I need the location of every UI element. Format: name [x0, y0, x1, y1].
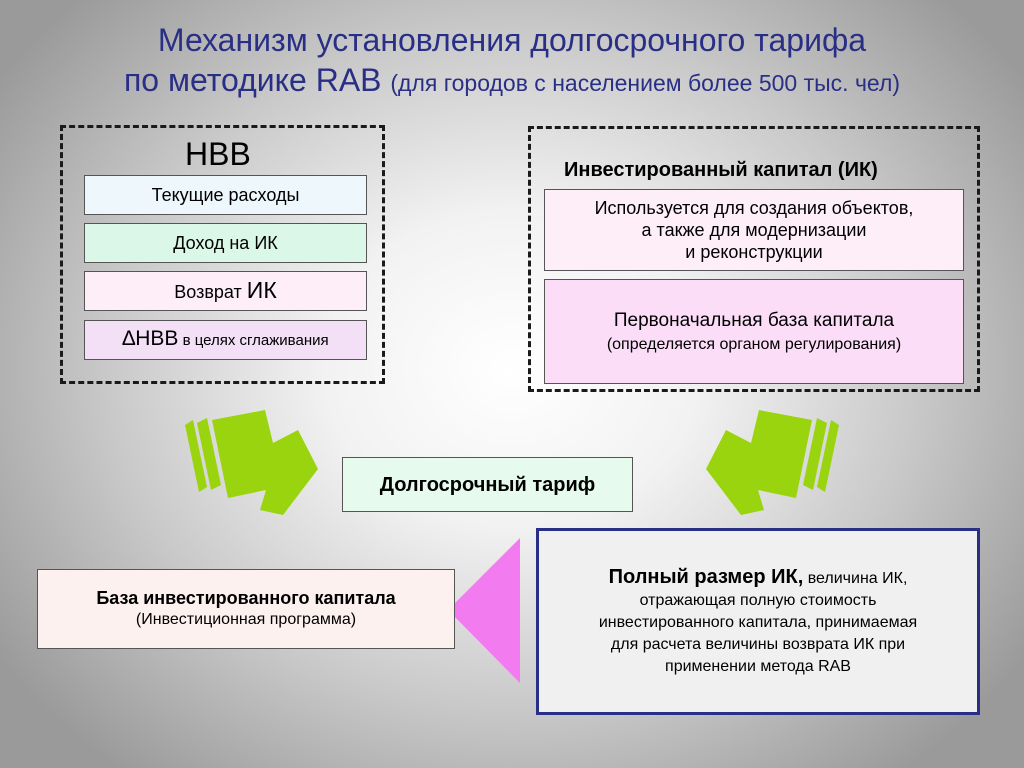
- ik-usage-line-3: и реконструкции: [685, 242, 823, 262]
- ik-base-box: Первоначальная база капитала (определяет…: [544, 279, 964, 384]
- nvv-item-delta-label: ∆НВВ в целях сглаживания: [122, 328, 328, 352]
- pink-triangle-left-icon: [448, 538, 520, 683]
- full-size-box: Полный размер ИК, величина ИК, отражающа…: [536, 528, 980, 715]
- invest-base-main: База инвестированного капитала: [96, 588, 396, 608]
- title-line-2-main: по методике RAB: [123, 62, 382, 98]
- title-line-2-note: (для городов с населением более 500 тыс.…: [390, 70, 901, 96]
- nvv-item-current-costs: Текущие расходы: [84, 175, 367, 215]
- green-arrow-right-icon: [185, 410, 318, 515]
- delta-symbol: ∆: [122, 327, 136, 350]
- nvv-heading: НВВ: [185, 136, 251, 172]
- full-size-line-1-rest: величина ИК,: [803, 569, 908, 587]
- nvv-item-return-text: Возврат: [174, 282, 247, 302]
- full-size-line-1: Полный размер ИК, величина ИК,: [609, 566, 908, 590]
- tariff-label: Долгосрочный тариф: [379, 473, 596, 496]
- nvv-group: [60, 125, 385, 384]
- nvv-item-delta-main: НВВ: [135, 327, 179, 350]
- title-line-1: Механизм установления долгосрочного тари…: [157, 22, 867, 58]
- nvv-item-return-label: Возврат ИК: [174, 279, 276, 303]
- ik-group: [528, 126, 980, 392]
- title-line-2: по методике RAB (для городов с население…: [0, 60, 1024, 103]
- nvv-item-delta-small: в целях сглаживания: [178, 332, 329, 349]
- ik-base-note: (определяется органом регулирования): [606, 335, 902, 353]
- nvv-item-return: Возврат ИК: [84, 271, 367, 311]
- ik-usage-line-1: Используется для создания объектов,: [594, 198, 914, 218]
- nvv-item-return-big: ИК: [246, 277, 277, 303]
- full-size-line-4: для расчета величины возврата ИК при: [610, 635, 906, 653]
- nvv-item-income: Доход на ИК: [84, 223, 367, 263]
- full-size-line-5: применении метода RAB: [665, 657, 851, 675]
- nvv-item-delta: ∆НВВ в целях сглаживания: [84, 320, 367, 360]
- nvv-item-income-label: Доход на ИК: [173, 233, 278, 253]
- ik-usage-box: Используется для создания объектов, а та…: [544, 189, 964, 271]
- tariff-box: Долгосрочный тариф: [342, 457, 633, 512]
- slide-title: Механизм установления долгосрочного тари…: [0, 20, 1024, 103]
- ik-usage-line-2: а также для модернизации: [641, 220, 867, 240]
- nvv-item-current-costs-label: Текущие расходы: [151, 185, 300, 205]
- ik-heading: Инвестированный капитал (ИК): [564, 159, 878, 181]
- ik-base-main: Первоначальная база капитала: [613, 309, 895, 331]
- full-size-line-3: инвестированного капитала, принимаемая: [598, 613, 918, 631]
- full-size-bold: Полный размер ИК,: [608, 565, 804, 588]
- invest-base-box: База инвестированного капитала (Инвестиц…: [37, 569, 455, 649]
- full-size-line-2: отражающая полную стоимость: [639, 591, 877, 609]
- green-arrow-left-icon: [706, 410, 839, 515]
- invest-base-note: (Инвестиционная программа): [135, 611, 357, 628]
